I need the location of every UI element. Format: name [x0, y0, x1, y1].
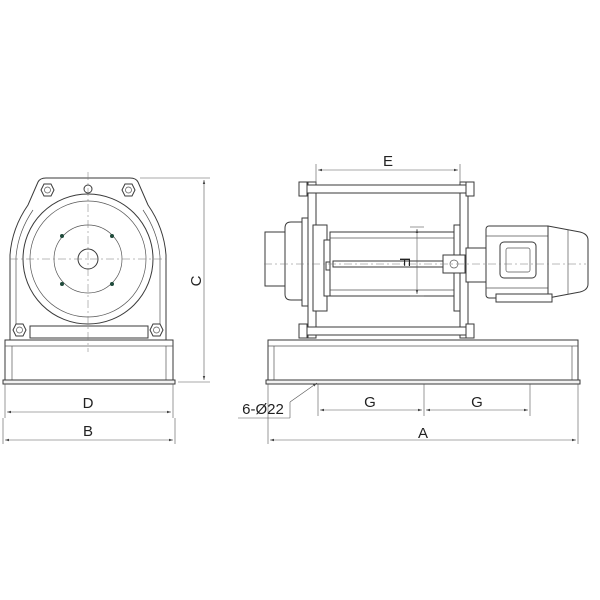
label-b: B: [83, 423, 93, 440]
motor-foot: [495, 293, 553, 303]
tie-rod-nut: [298, 181, 308, 197]
label-e: E: [383, 153, 393, 170]
bottom-right-bolt: [149, 323, 164, 337]
front-foot: [2, 379, 176, 385]
label-d: D: [83, 395, 94, 412]
label-a: A: [418, 425, 428, 442]
label-g-left: G: [364, 394, 376, 411]
top-left-bolt: [40, 183, 55, 197]
top-right-bolt: [121, 183, 136, 197]
bottom-left-bolt: [12, 323, 27, 337]
holes-leader: [289, 382, 318, 403]
side-view: [264, 181, 589, 385]
gearbox-cap: [264, 231, 288, 287]
front-view: [2, 172, 176, 385]
front-base-plate: [4, 339, 174, 383]
flange-bolt-dot: [110, 282, 114, 286]
flange-bolt-dot: [60, 282, 64, 286]
flange-bolt-dot: [110, 234, 114, 238]
flange-bolt-dot: [60, 234, 64, 238]
label-c: C: [188, 275, 205, 286]
label-f: F: [396, 257, 413, 266]
label-holes: 6-Ø22: [242, 401, 284, 418]
tie-rod-nut: [465, 323, 475, 339]
tie-rod-nut: [465, 181, 475, 197]
label-g-right: G: [471, 394, 483, 411]
side-foot: [265, 379, 581, 385]
dimensions: [2, 164, 579, 444]
motor-terminal-box: [499, 241, 537, 279]
bottom-tie-rod: [301, 326, 473, 336]
front-cross-plate: [29, 325, 149, 339]
tie-rod-nut: [298, 323, 308, 339]
top-tie-rod: [301, 184, 473, 194]
motor-adapter: [465, 247, 489, 283]
